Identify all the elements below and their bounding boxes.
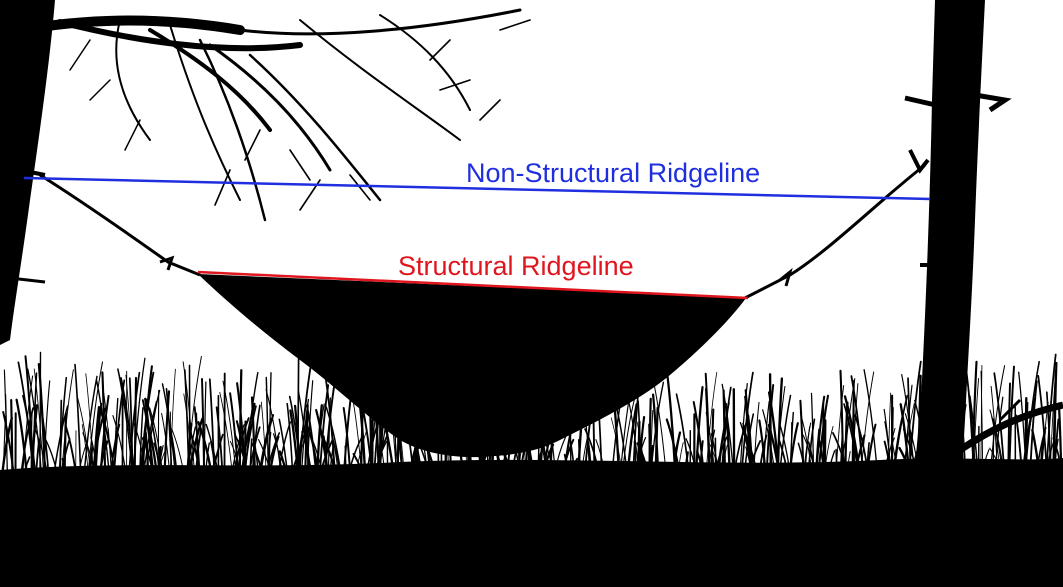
grass-blade <box>268 372 272 474</box>
grass-blade <box>1045 353 1057 472</box>
grass-blade <box>85 373 94 473</box>
grass-blade <box>203 381 207 479</box>
grass-blade <box>20 407 34 475</box>
grass-blade <box>850 375 864 473</box>
grass-blade <box>132 357 146 475</box>
non-structural-ridgeline <box>23 176 931 201</box>
grass-blade <box>740 371 754 473</box>
grass-blade <box>467 370 471 473</box>
right-tree-trunk <box>905 0 985 560</box>
grass-blade <box>705 372 718 473</box>
grass-blade <box>265 389 282 475</box>
structural-ridgeline-label: Structural Ridgeline <box>398 251 634 281</box>
non-structural-ridgeline-label: Non-Structural Ridgeline <box>466 158 760 188</box>
grass-blade <box>87 361 104 472</box>
grass-blade <box>722 389 726 475</box>
grass-blade <box>319 384 330 473</box>
grass-blade <box>704 388 710 472</box>
right-tree <box>904 0 1063 560</box>
grass-blade <box>238 369 243 483</box>
right-suspension-strap <box>744 163 926 300</box>
grass-blade <box>169 368 176 474</box>
fence-post <box>348 465 364 545</box>
grass-blade <box>61 369 74 471</box>
grass-blade <box>768 373 772 477</box>
structural-ridgeline <box>197 270 749 300</box>
grass-blade <box>490 377 505 472</box>
grass-blade <box>43 380 51 474</box>
overhead-branches <box>15 8 531 222</box>
grass-blade <box>265 376 270 478</box>
left-suspension-strap <box>39 173 201 277</box>
grass-blade <box>183 369 190 479</box>
hammock-body <box>198 274 746 458</box>
grass-blade <box>215 406 224 476</box>
left-tree <box>0 0 55 345</box>
grass-ground <box>0 351 1063 587</box>
suspension-straps <box>39 149 930 300</box>
ground-fill <box>0 458 1063 587</box>
grass-blade <box>989 365 1006 472</box>
grass-blade <box>113 397 119 474</box>
grass-blade <box>650 381 665 473</box>
